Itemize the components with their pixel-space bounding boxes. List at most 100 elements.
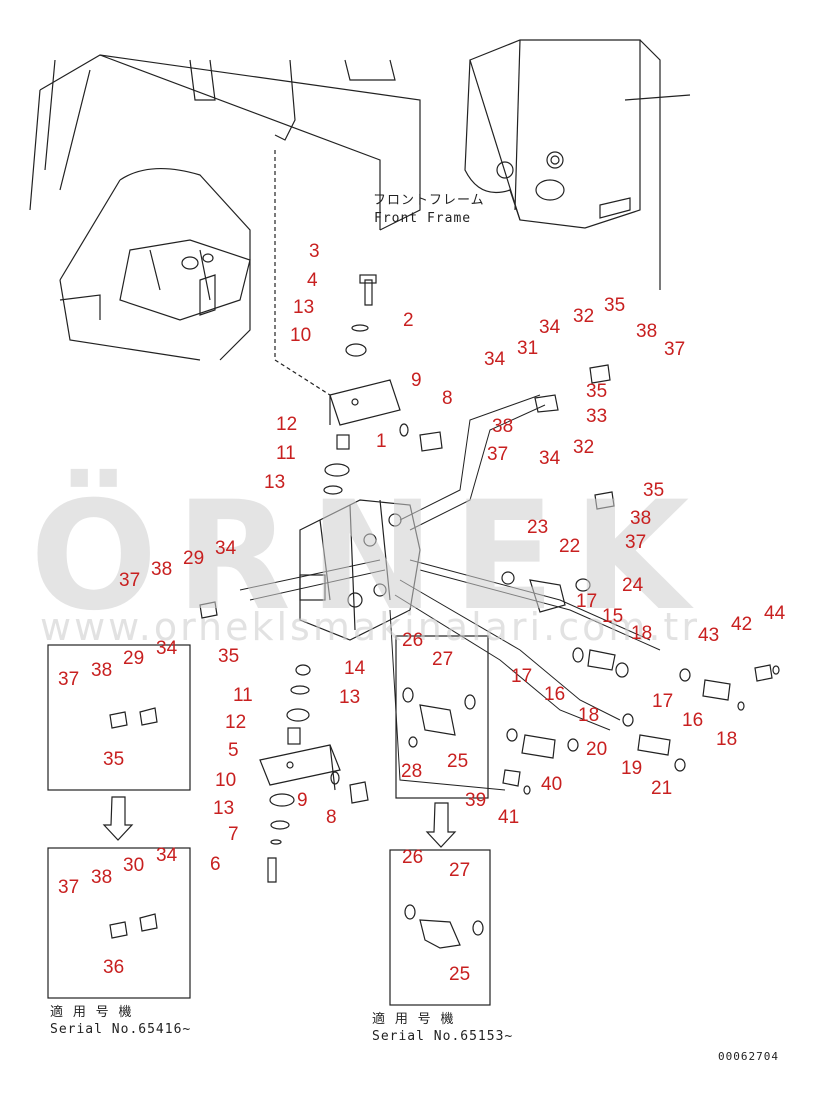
callout: 22: [559, 536, 581, 557]
callout: 44: [764, 603, 786, 624]
serial-label-jp-mid: 適 用 号 機: [372, 1012, 455, 1027]
callout: 34: [156, 845, 178, 866]
callout: 19: [621, 758, 643, 779]
serial-number-left: Serial No.65416~: [50, 1022, 192, 1037]
upper-bracket: [329, 379, 401, 426]
inset-parts: [109, 707, 484, 949]
callout: 6: [210, 854, 221, 875]
callout: 36: [103, 957, 125, 978]
callout: 30: [123, 855, 145, 876]
callout: 41: [498, 807, 520, 828]
control-valve-body: [299, 499, 421, 641]
callout: 34: [484, 349, 506, 370]
callout: 38: [636, 321, 658, 342]
callout: 35: [604, 295, 626, 316]
callout: 18: [631, 623, 653, 644]
serial-label-jp-left: 適 用 号 機: [50, 1005, 133, 1020]
callout: 27: [449, 860, 471, 881]
callout: 11: [233, 685, 253, 706]
inset-mid-lower-frame: [389, 849, 491, 1006]
callout: 42: [731, 614, 753, 635]
callout: 13: [264, 472, 286, 493]
callout: 12: [276, 414, 298, 435]
callout: 12: [225, 712, 247, 733]
callout: 43: [698, 625, 720, 646]
callout: 25: [447, 751, 469, 772]
watermark-brand: ÖRNEK: [30, 470, 708, 644]
callout: 34: [215, 538, 237, 559]
callout: 15: [602, 606, 624, 627]
front-frame-label-jp: フロントフレーム: [373, 193, 485, 208]
callout: 9: [411, 370, 422, 391]
callout: 2: [403, 310, 414, 331]
callout: 32: [573, 437, 595, 458]
callout: 39: [465, 790, 487, 811]
watermark-url: www.orneklsmakinalari.com.tr: [40, 605, 700, 649]
callout: 13: [213, 798, 235, 819]
callout: 9: [297, 790, 308, 811]
callout: 28: [401, 761, 423, 782]
callout: 38: [630, 508, 652, 529]
callout: 7: [228, 824, 239, 845]
callout: 40: [541, 774, 563, 795]
callout: 37: [58, 669, 80, 690]
callout: 8: [326, 807, 337, 828]
callout: 31: [517, 338, 539, 359]
inset-left-upper-frame: [47, 644, 191, 791]
callout: 16: [544, 684, 566, 705]
front-frame-structure: [464, 39, 691, 290]
callout: 4: [307, 270, 318, 291]
callout: 17: [511, 666, 533, 687]
callout: 24: [622, 575, 644, 596]
callout: 35: [218, 646, 240, 667]
callout: 18: [716, 729, 738, 750]
callout: 16: [682, 710, 704, 731]
hose-lines: [239, 394, 661, 791]
callout: 10: [290, 325, 312, 346]
callout: 34: [539, 317, 561, 338]
callout: 17: [576, 591, 598, 612]
callout: 23: [527, 517, 549, 538]
callout: 37: [58, 877, 80, 898]
callout: 14: [344, 658, 366, 679]
callout: 27: [432, 649, 454, 670]
callout: 11: [276, 443, 296, 464]
inset-mid-upper-frame: [395, 635, 489, 799]
callout: 37: [664, 339, 686, 360]
inset-left-lower-frame: [47, 847, 191, 999]
callout: 33: [586, 406, 608, 427]
callout: 38: [91, 867, 113, 888]
callout: 8: [442, 388, 453, 409]
callout: 34: [539, 448, 561, 469]
cab-frame-structure: [29, 54, 421, 361]
callout: 26: [402, 630, 424, 651]
callout: 37: [119, 570, 141, 591]
callout: 29: [183, 548, 205, 569]
callout: 13: [339, 687, 361, 708]
callout: 34: [156, 638, 178, 659]
callout: 35: [586, 381, 608, 402]
callout: 38: [91, 660, 113, 681]
callout: 38: [492, 416, 514, 437]
callout: 37: [625, 532, 647, 553]
callout: 29: [123, 648, 145, 669]
callout: 32: [573, 306, 595, 327]
callout: 3: [309, 241, 320, 262]
callout: 26: [402, 847, 424, 868]
callout: 18: [578, 705, 600, 726]
callout: 5: [228, 740, 239, 761]
lower-bracket: [259, 744, 341, 791]
callout: 25: [449, 964, 471, 985]
callout: 38: [151, 559, 173, 580]
callout: 10: [215, 770, 237, 791]
figure-code: 00062704: [718, 1050, 779, 1063]
dashed-guide: [274, 150, 331, 396]
callout: 17: [652, 691, 674, 712]
callout: 20: [586, 739, 608, 760]
small-parts: [199, 274, 780, 883]
callout: 37: [487, 444, 509, 465]
callout: 35: [643, 480, 665, 501]
callout: 35: [103, 749, 125, 770]
